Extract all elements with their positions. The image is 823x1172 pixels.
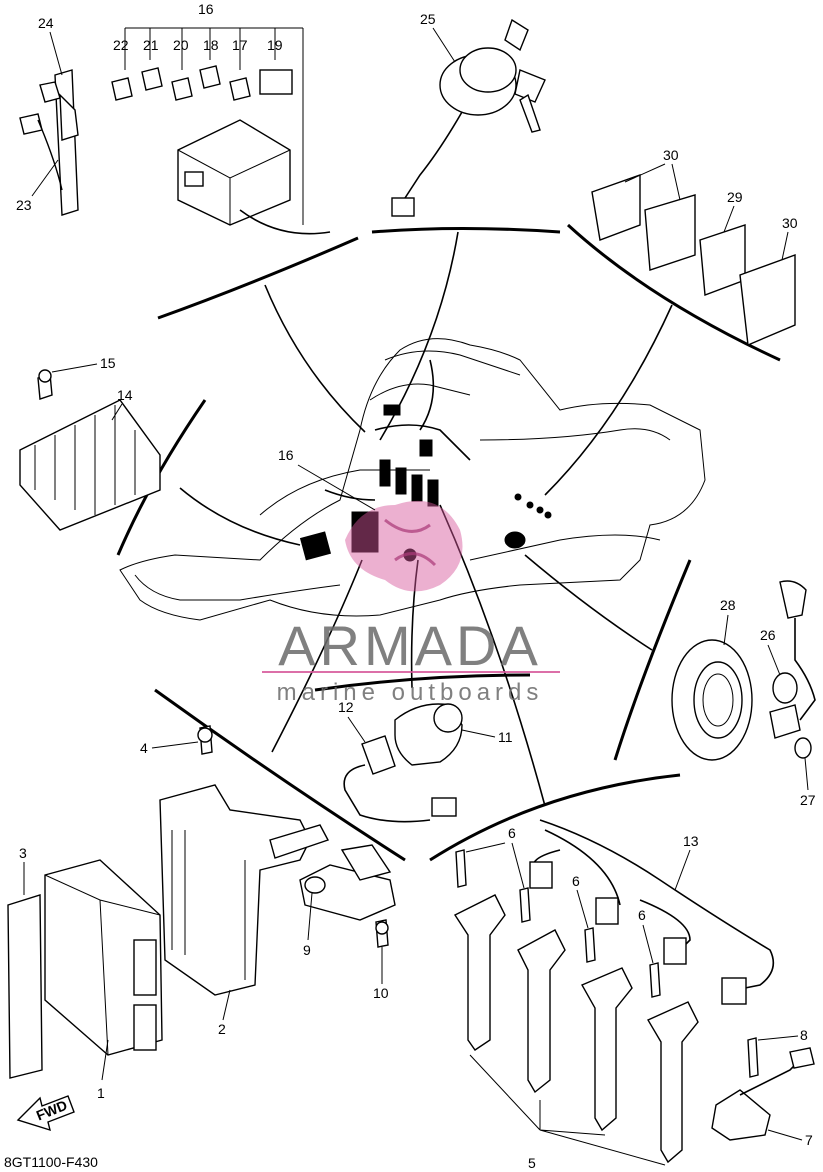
callout-20: 20: [173, 37, 189, 53]
fuse-callout-bar: [124, 27, 304, 225]
callout-30a: 30: [663, 147, 679, 163]
watermark-brand: ARMADA: [278, 614, 542, 677]
figure-id: 8GT1100-F430: [4, 1154, 98, 1170]
leader-relays: [544, 304, 673, 496]
callout-8: 8: [800, 1027, 808, 1043]
callout-29: 29: [727, 189, 743, 205]
callout-15: 15: [100, 355, 116, 371]
callout-16-mid: 16: [278, 447, 294, 463]
watermark-logo-mark: [345, 500, 463, 592]
relay-parts: [591, 174, 796, 347]
callout-9: 9: [303, 942, 311, 958]
callout-18: 18: [203, 37, 219, 53]
wiring-band-parts: [19, 69, 79, 216]
callout-14: 14: [117, 387, 133, 403]
pressure-switch-group: [343, 703, 463, 823]
callout-3: 3: [19, 845, 27, 861]
forward-arrow-icon: FWD: [16, 1095, 75, 1132]
fuse-box: [177, 119, 331, 235]
callout-5: 5: [528, 1155, 536, 1171]
callout-13: 13: [683, 833, 699, 849]
callout-28: 28: [720, 597, 736, 613]
ignition-harness: [529, 819, 775, 1005]
ignition-coils: [453, 849, 699, 1166]
group-bracket-pressure-switch: [314, 673, 531, 692]
cam-sensor: [711, 1037, 815, 1141]
watermark: ARMADA marine outboards: [262, 500, 560, 706]
callout-17: 17: [232, 37, 248, 53]
ecu-and-bracket: [7, 725, 330, 1079]
callout-10: 10: [373, 985, 389, 1001]
callout-19: 19: [267, 37, 283, 53]
group-bracket-ignition-coils: [429, 773, 681, 862]
rectifier-regulator: [19, 369, 161, 531]
fuse-parts: [111, 65, 293, 101]
leader-speed-sensor: [524, 554, 653, 651]
leader-rectifier: [179, 487, 301, 546]
watermark-tagline: marine outboards: [277, 679, 544, 706]
callout-2: 2: [218, 1021, 226, 1037]
callout-26: 26: [760, 627, 776, 643]
callout-21: 21: [143, 37, 159, 53]
snowmobile-frame-outline: [119, 338, 706, 621]
callout-30b: 30: [782, 215, 798, 231]
group-bracket-ecu: [154, 688, 406, 862]
group-bracket-fuse-box: [157, 236, 359, 320]
callout-16-top: 16: [198, 1, 214, 17]
leader-fuse-box: [264, 284, 366, 433]
leader-ecu: [271, 559, 363, 753]
main-switch: [391, 18, 546, 217]
callout-11: 11: [498, 729, 513, 745]
callout-24: 24: [38, 15, 54, 31]
callout-12: 12: [338, 699, 354, 715]
group-bracket-speed-sensor: [613, 559, 692, 761]
callout-7: 7: [805, 1132, 813, 1148]
callout-4: 4: [140, 740, 148, 756]
speed-sensor-group: [671, 580, 816, 761]
leader-ignition-coils: [439, 504, 546, 807]
sensor-bracket-group: [299, 844, 396, 948]
callout-23: 23: [16, 197, 32, 213]
callout-6b: 6: [572, 873, 580, 889]
callout-6c: 6: [638, 907, 646, 923]
group-bracket-main-switch: [371, 227, 561, 234]
callout-27: 27: [800, 792, 816, 808]
callout-22: 22: [113, 37, 129, 53]
callout-25: 25: [420, 11, 436, 27]
callout-1: 1: [97, 1085, 105, 1101]
callout-6a: 6: [508, 825, 516, 841]
